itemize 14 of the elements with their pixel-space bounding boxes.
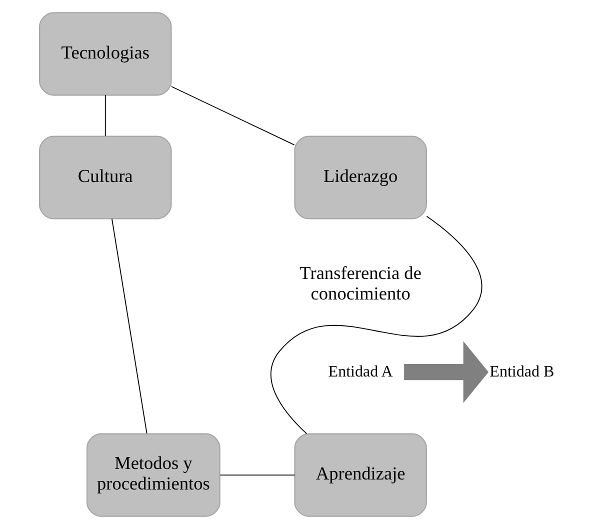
connector <box>104 94 106 136</box>
node-text: Entidad A <box>328 363 392 380</box>
node-box: Aprendizaje <box>294 433 426 517</box>
node-box: Cultura <box>38 136 172 220</box>
node-text: Entidad B <box>489 363 554 380</box>
connector <box>219 474 295 476</box>
node-box: Liderazgo <box>294 136 426 220</box>
node-box: Tecnologias <box>38 12 172 96</box>
connector <box>270 216 482 434</box>
connector <box>110 218 147 434</box>
label: Transferencia de conocimiento <box>299 263 421 304</box>
arrow <box>404 341 488 403</box>
connector <box>170 86 294 146</box>
node-box: Metodos y procedimientos <box>86 433 220 517</box>
